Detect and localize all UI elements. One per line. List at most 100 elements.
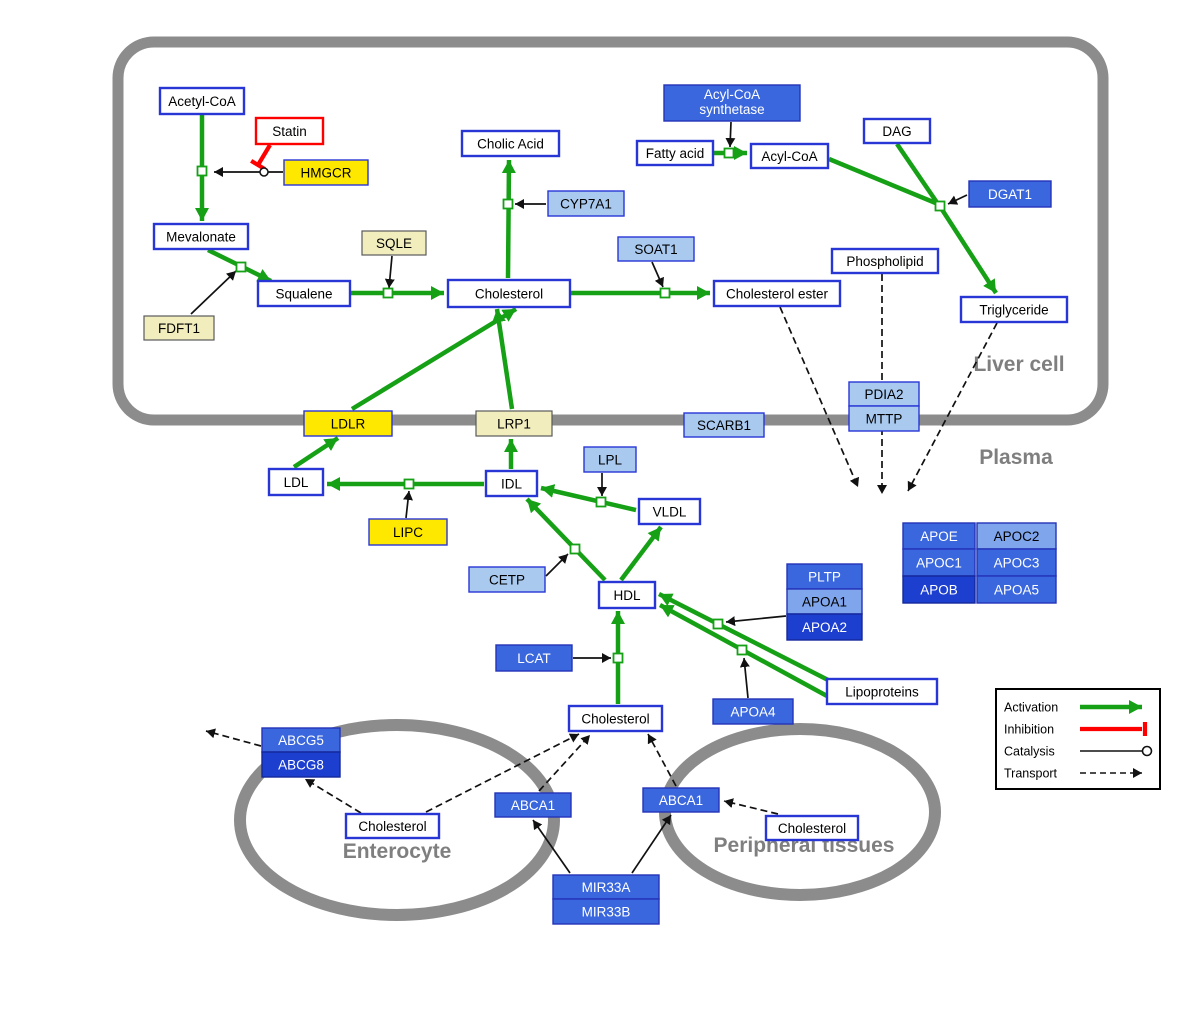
node-vldl[interactable]: VLDL [637, 497, 702, 526]
node-label-cholesterol_liver[interactable]: Cholesterol [475, 286, 543, 301]
node-label-triglyceride[interactable]: Triglyceride [979, 302, 1048, 317]
node-ldl[interactable]: LDL [267, 467, 325, 497]
node-label-apoa2[interactable]: APOA2 [802, 620, 847, 635]
node-label-cetp[interactable]: CETP [489, 572, 525, 587]
node-fatty_acid[interactable]: Fatty acid [635, 139, 715, 167]
node-box-cholesterol_enterocyte[interactable] [344, 812, 441, 840]
node-box-cholesterol_peripheral[interactable] [764, 814, 860, 842]
node-box-squalene[interactable] [256, 279, 352, 308]
node-label-lpl[interactable]: LPL [598, 452, 623, 467]
node-cholesterol_ester[interactable]: Cholesterol ester [712, 279, 842, 308]
node-apoc2[interactable]: APOC2 [976, 522, 1057, 550]
node-label-lipoproteins[interactable]: Lipoproteins [845, 684, 919, 699]
node-label-cholic_acid[interactable]: Cholic Acid [477, 136, 544, 151]
node-statin[interactable]: Statin [254, 116, 325, 146]
node-box-lipoproteins[interactable] [825, 677, 939, 706]
node-label-fdft1[interactable]: FDFT1 [158, 321, 200, 336]
node-mevalonate[interactable]: Mevalonate [152, 222, 250, 251]
node-box-apoc2[interactable] [976, 522, 1057, 550]
node-box-statin[interactable] [254, 116, 325, 146]
node-label-cholesterol_peripheral[interactable]: Cholesterol [778, 821, 846, 836]
node-box-triglyceride[interactable] [959, 295, 1069, 324]
node-box-cholic_acid[interactable] [460, 129, 561, 158]
node-label-mir33a[interactable]: MIR33A [582, 880, 631, 895]
node-box-acetyl_coa[interactable] [158, 86, 246, 116]
node-label-abca1_left[interactable]: ABCA1 [511, 798, 555, 813]
node-label-cholesterol_ester[interactable]: Cholesterol ester [726, 286, 829, 301]
node-box-apoa5[interactable] [976, 575, 1057, 604]
node-fdft1[interactable]: FDFT1 [143, 315, 215, 341]
node-acyl_coa[interactable]: Acyl-CoA [749, 142, 830, 170]
node-label-pltp[interactable]: PLTP [808, 569, 841, 584]
node-label-apoa4[interactable]: APOA4 [730, 704, 776, 719]
node-box-idl[interactable] [484, 469, 539, 498]
node-box-cyp7a1[interactable] [547, 190, 625, 217]
node-cholesterol_enterocyte[interactable]: Cholesterol [344, 812, 441, 840]
node-label-scarb1[interactable]: SCARB1 [697, 418, 751, 433]
node-lpl[interactable]: LPL [583, 446, 637, 473]
node-mir33b[interactable]: MIR33B [552, 898, 660, 925]
node-box-ldl[interactable] [267, 467, 325, 497]
node-box-mir33b[interactable] [552, 898, 660, 925]
node-box-lcat[interactable] [495, 644, 573, 672]
node-label-mir33b[interactable]: MIR33B [582, 904, 631, 919]
node-label-mevalonate[interactable]: Mevalonate [166, 229, 236, 244]
node-label-pdia2[interactable]: PDIA2 [864, 387, 903, 402]
node-lcat[interactable]: LCAT [495, 644, 573, 672]
node-cholesterol_peripheral[interactable]: Cholesterol [764, 814, 860, 842]
node-label-statin[interactable]: Statin [272, 124, 307, 139]
node-box-apoa1[interactable] [786, 588, 863, 615]
node-box-cholesterol_liver[interactable] [446, 278, 572, 309]
node-label-acyl_coa[interactable]: Acyl-CoA [761, 149, 817, 164]
node-lipoproteins[interactable]: Lipoproteins [825, 677, 939, 706]
node-label-apoc1[interactable]: APOC1 [916, 555, 962, 570]
node-box-hdl[interactable] [597, 580, 657, 610]
node-squalene[interactable]: Squalene [256, 279, 352, 308]
node-box-sqle[interactable] [361, 230, 427, 256]
node-box-apoc1[interactable] [902, 548, 976, 577]
node-triglyceride[interactable]: Triglyceride [959, 295, 1069, 324]
node-label-apob[interactable]: APOB [920, 582, 958, 597]
node-mttp[interactable]: MTTP [848, 405, 920, 432]
node-box-scarb1[interactable] [683, 412, 765, 438]
node-hdl[interactable]: HDL [597, 580, 657, 610]
node-cyp7a1[interactable]: CYP7A1 [547, 190, 625, 217]
node-lipc[interactable]: LIPC [368, 518, 448, 546]
node-label-apoe[interactable]: APOE [920, 529, 958, 544]
node-cholesterol_liver[interactable]: Cholesterol [446, 278, 572, 309]
node-box-cetp[interactable] [468, 566, 546, 593]
node-label-fatty_acid[interactable]: Fatty acid [646, 146, 705, 161]
node-label-dag[interactable]: DAG [882, 124, 911, 139]
node-label-cyp7a1[interactable]: CYP7A1 [560, 196, 612, 211]
node-box-fatty_acid[interactable] [635, 139, 715, 167]
node-box-apoa2[interactable] [786, 613, 863, 641]
node-box-vldl[interactable] [637, 497, 702, 526]
node-box-mevalonate[interactable] [152, 222, 250, 251]
node-apoa4[interactable]: APOA4 [712, 698, 794, 725]
node-label-lcat[interactable]: LCAT [517, 651, 551, 666]
node-box-dgat1[interactable] [968, 180, 1052, 208]
node-soat1[interactable]: SOAT1 [617, 236, 695, 262]
node-lrp1[interactable]: LRP1 [475, 410, 553, 437]
node-label-apoc2[interactable]: APOC2 [994, 529, 1040, 544]
node-acetyl_coa[interactable]: Acetyl-CoA [158, 86, 246, 116]
node-label-mttp[interactable]: MTTP [866, 411, 903, 426]
node-label-ldlr[interactable]: LDLR [331, 416, 366, 431]
node-hmgcr[interactable]: HMGCR [283, 159, 369, 186]
node-box-ldlr[interactable] [303, 410, 393, 437]
node-phospholipid[interactable]: Phospholipid [830, 247, 940, 275]
node-box-apoe[interactable] [902, 522, 976, 550]
node-box-mttp[interactable] [848, 405, 920, 432]
node-cholesterol_plasma[interactable]: Cholesterol [567, 704, 664, 733]
node-scarb1[interactable]: SCARB1 [683, 412, 765, 438]
node-label-sqle[interactable]: SQLE [376, 236, 412, 251]
node-abcg8[interactable]: ABCG8 [261, 751, 341, 778]
node-label-idl[interactable]: IDL [501, 476, 523, 491]
node-box-abcg8[interactable] [261, 751, 341, 778]
node-abca1_left[interactable]: ABCA1 [494, 792, 572, 818]
node-box-lrp1[interactable] [475, 410, 553, 437]
node-label-vldl[interactable]: VLDL [653, 504, 687, 519]
node-abca1_right[interactable]: ABCA1 [642, 787, 720, 813]
